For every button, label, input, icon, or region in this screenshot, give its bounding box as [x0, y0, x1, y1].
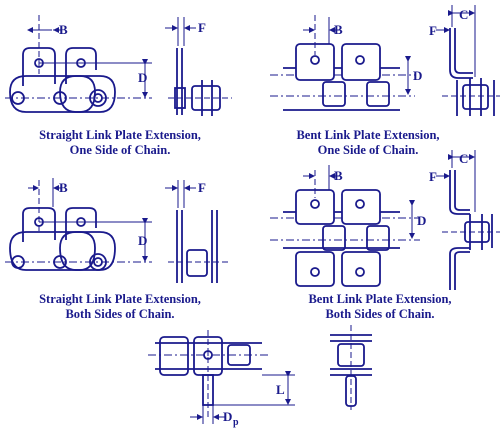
extended-pin-side-view — [330, 325, 372, 410]
caption-line-2: Both Sides of Chain. — [325, 307, 434, 321]
caption-bent-both-sides: Bent Link Plate Extension, Both Sides of… — [308, 292, 451, 321]
dim-D-1: D — [138, 70, 147, 85]
dim-B-4: B — [334, 168, 343, 183]
caption-line-2: Both Sides of Chain. — [65, 307, 174, 321]
dim-F-4: F — [429, 169, 437, 184]
dim-B-2: B — [334, 22, 343, 37]
dim-L: L — [276, 382, 285, 397]
extended-pin-front-view: D p L — [148, 330, 295, 428]
dim-D-4: D — [417, 213, 426, 228]
dim-Dp: D — [223, 409, 232, 424]
dim-D-2: D — [413, 68, 422, 83]
caption-straight-one-side: Straight Link Plate Extension, One Side … — [39, 128, 201, 157]
dim-F-3: F — [198, 180, 206, 195]
dim-D-3: D — [138, 233, 147, 248]
caption-line-2: One Side of Chain. — [318, 143, 419, 157]
straight-both-sides-front-view: B D — [5, 178, 152, 271]
caption-line-1: Bent Link Plate Extension, — [308, 292, 451, 306]
dim-B-3: B — [59, 180, 68, 195]
caption-line-1: Bent Link Plate Extension, — [296, 128, 439, 142]
bent-both-sides-side-view: C F — [429, 150, 500, 290]
dim-B-1: B — [59, 22, 68, 37]
bent-one-side-front-view: B D — [270, 15, 422, 111]
straight-both-sides-side-view: F — [165, 180, 228, 283]
bent-one-side-side-view: C F — [429, 5, 500, 116]
caption-bent-one-side: Bent Link Plate Extension, One Side of C… — [296, 128, 439, 157]
caption-line-1: Straight Link Plate Extension, — [39, 128, 201, 142]
dim-Dp-subscript: p — [233, 417, 239, 428]
caption-line-1: Straight Link Plate Extension, — [39, 292, 201, 306]
dim-C-1: C — [459, 7, 468, 22]
dim-C-2: C — [459, 151, 468, 166]
straight-one-side-side-view: F — [165, 17, 232, 116]
bent-both-sides-front-view: B D — [270, 165, 426, 287]
straight-one-side-front-view: B D — [5, 15, 152, 113]
caption-line-2: One Side of Chain. — [70, 143, 171, 157]
caption-straight-both-sides: Straight Link Plate Extension, Both Side… — [39, 292, 201, 321]
dim-F-1: F — [198, 20, 206, 35]
dim-F-2: F — [429, 23, 437, 38]
